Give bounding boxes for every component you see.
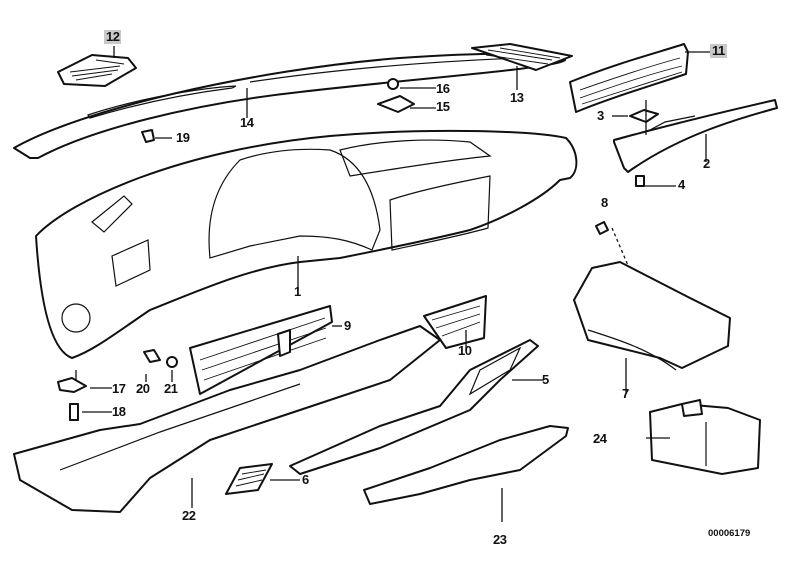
label-20: 20	[136, 381, 150, 396]
part-20-spacer	[143, 349, 161, 363]
part-14-defroster-cover	[13, 52, 566, 159]
part-7-glove-box	[573, 261, 731, 371]
part-17-clamp	[57, 377, 87, 393]
label-12: 12	[104, 29, 122, 44]
part-3-clip	[629, 100, 659, 135]
label-5: 5	[542, 372, 549, 387]
label-23: 23	[493, 532, 507, 547]
label-2: 2	[703, 156, 710, 171]
label-16: 16	[436, 81, 450, 96]
label-11: 11	[710, 43, 727, 58]
part-4-screw	[635, 175, 645, 187]
part-13-speaker-grille	[471, 43, 573, 71]
part-19-plug	[141, 129, 155, 143]
part-6-vent	[225, 463, 273, 495]
part-15-16-bracket	[377, 78, 415, 113]
part-8-screw	[595, 221, 631, 271]
part-2-trim-strip	[613, 99, 778, 173]
part-12-speaker-grille	[57, 54, 137, 87]
part-5-console-frame	[289, 339, 539, 475]
label-17: 17	[112, 381, 126, 396]
label-10: 10	[458, 343, 472, 358]
label-9: 9	[344, 318, 351, 333]
label-18: 18	[112, 404, 126, 419]
part-22-lower-trim	[13, 325, 441, 513]
part-9-wood-panel	[189, 305, 333, 395]
label-15: 15	[436, 99, 450, 114]
part-23-lower-cover	[363, 425, 569, 505]
diagram-reference-number: 00006179	[708, 528, 751, 539]
label-19: 19	[176, 130, 190, 145]
part-24-cover	[649, 399, 761, 475]
label-3: 3	[597, 108, 604, 123]
part-18-screw	[69, 403, 79, 421]
label-22: 22	[182, 508, 196, 523]
label-24: 24	[593, 431, 607, 446]
part-10-wood-insert	[423, 295, 487, 349]
leader-lines	[75, 46, 712, 522]
label-14: 14	[240, 115, 254, 130]
label-6: 6	[302, 472, 309, 487]
part-1-dashboard	[35, 129, 578, 359]
label-8: 8	[601, 195, 608, 210]
label-7: 7	[622, 386, 629, 401]
label-1: 1	[294, 284, 301, 299]
part-11-wood-panel	[569, 43, 689, 113]
label-21: 21	[164, 381, 178, 396]
label-13: 13	[510, 90, 524, 105]
label-4: 4	[678, 177, 685, 192]
part-21-nut	[166, 356, 178, 368]
